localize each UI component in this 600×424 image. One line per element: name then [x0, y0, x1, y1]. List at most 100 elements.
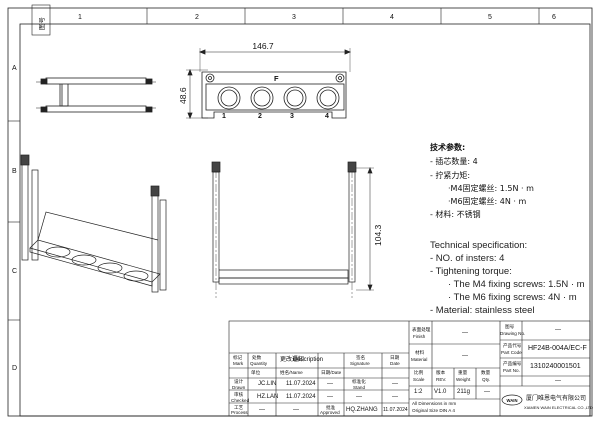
f-marker: F — [274, 74, 279, 83]
column-label-5: 5 — [488, 14, 492, 21]
insert-number-4: 4 — [325, 113, 329, 120]
spec-en-title: Technical specification: — [430, 240, 528, 251]
drawing-no-label-cn: 图号 — [505, 324, 515, 329]
drawn-label-en: Drawn — [232, 385, 246, 390]
weight-label-cn: 重量 — [458, 370, 468, 375]
stand-label-cn: 标准化 — [352, 379, 366, 384]
drawing-number-stamp — [31, 4, 51, 36]
checked-name: HZ.LAN — [257, 394, 279, 400]
column-label-4: 4 — [390, 14, 394, 21]
spec-en-line: - Tightening torque: — [430, 266, 512, 277]
name-label: 姓名/Name — [280, 370, 303, 375]
insert-number-3: 3 — [290, 113, 294, 120]
finish-value: — — [462, 330, 468, 336]
part-no-label-en: Part No. — [503, 368, 520, 373]
date-label-cn: 日期 — [390, 355, 400, 360]
scale-label-en: Scale — [413, 377, 425, 382]
empty-cell-dash: — — [555, 378, 561, 384]
rev-label-cn: 版本 — [436, 370, 446, 375]
process-date-dash: — — [293, 407, 299, 413]
row-label-b: B — [12, 168, 17, 175]
column-label-2: 2 — [195, 14, 199, 21]
checked-name-dash: — — [356, 394, 362, 400]
process-name-dash: — — [259, 407, 265, 413]
material-label-en: Material — [411, 357, 428, 362]
date-header-label: 日期/Date — [321, 370, 342, 375]
side-view-top — [36, 77, 156, 113]
stand-date-dash: — — [392, 381, 398, 387]
spec-cn-line: - 插芯数量: 4 — [430, 157, 478, 166]
part-no-value: 1310240001501 — [530, 363, 581, 370]
height-dimension: 48.6 — [178, 87, 188, 104]
approved-name: HQ.ZHANG — [346, 407, 378, 413]
spec-en-line: - Material: stainless steel — [430, 305, 535, 316]
part-code-value: HF24B-004A/EC-F — [528, 345, 587, 352]
row-label-a: A — [12, 65, 17, 72]
spec-cn-line: - 拧紧力矩: — [430, 171, 471, 180]
logo-text: WAIN — [507, 398, 518, 403]
quantity-label-en: Quantity — [250, 361, 268, 366]
drawn-label-cn: 设计 — [234, 379, 244, 384]
material-label-cn: 材料 — [415, 350, 425, 355]
change-label-en: Description — [293, 357, 324, 363]
dims-note-1: All Dimensions in mm — [412, 401, 457, 406]
scale-value: 1:2 — [414, 389, 423, 395]
checked-label-en: Checked — [231, 398, 250, 403]
qty-label-en: Qty. — [482, 377, 491, 382]
company-name-cn: 厦门唯恩电气有限公司 — [526, 396, 587, 402]
part-code-label-cn: 产品代号 — [503, 343, 522, 348]
checked-label-cn: 审核 — [234, 392, 244, 397]
change-label-cn: 更改通知 — [280, 357, 305, 363]
column-label-6: 6 — [552, 14, 556, 21]
row-label-d: D — [12, 365, 17, 372]
title-block-grid — [228, 320, 591, 417]
finish-label-en: Finish — [413, 334, 426, 339]
width-dimension: 146.7 — [252, 41, 274, 51]
spec-en-line: - NO. of insters: 4 — [430, 253, 505, 264]
material-value: — — [462, 353, 468, 359]
side-view-middle — [211, 161, 374, 298]
drawn-date: 11.07.2024 — [286, 381, 316, 387]
process-label-cn: 工艺 — [234, 405, 244, 410]
front-view — [186, 48, 352, 120]
approved-date: 11.07.2024 — [383, 407, 408, 413]
column-label-3: 3 — [292, 14, 296, 21]
stamp-label: 图号 — [38, 17, 46, 31]
spec-en-line: · The M6 fixing screws: 4N · m — [448, 292, 577, 303]
row-label-c: C — [12, 268, 17, 275]
role-label-cn: 单位 — [251, 370, 261, 375]
qty-value: — — [484, 389, 490, 395]
column-dividers — [8, 8, 540, 321]
checked-date: 11.07.2024 — [286, 394, 316, 400]
rev-value: V1.0 — [434, 389, 447, 395]
drawing-no-value: — — [555, 327, 561, 333]
insert-number-1: 1 — [222, 113, 226, 120]
approved-label-cn: 批准 — [326, 405, 336, 410]
checked-date-dash: — — [392, 394, 398, 400]
part-no-label-cn: 产品编号 — [503, 361, 522, 366]
rev-label-en: REV. — [436, 377, 447, 382]
checked-sig-dash: — — [327, 394, 333, 400]
qty-label-cn: 数量 — [481, 370, 491, 375]
column-label-1: 1 — [78, 14, 82, 21]
spec-cn-line: ·M6固定螺丝: 4N · m — [448, 197, 527, 206]
side-height-dimension: 104.3 — [373, 224, 383, 246]
mark-label-cn: 标记 — [233, 355, 243, 360]
signature-label-cn: 签名 — [356, 355, 366, 360]
insert-number-2: 2 — [258, 113, 262, 120]
finish-label-cn: 表面处理 — [412, 327, 431, 332]
weight-label-en: Weight — [456, 377, 471, 382]
quantity-label-cn: 处数 — [252, 355, 262, 360]
company-logo: WAIN — [501, 394, 523, 406]
signature-label-en: Signature — [350, 361, 370, 366]
part-code-label-en: Part Code — [501, 350, 522, 355]
weight-value: 211g — [457, 389, 470, 395]
isometric-view — [20, 154, 167, 293]
date-label-en: Date — [390, 361, 400, 366]
spec-cn-line: - 材料: 不锈钢 — [430, 210, 481, 219]
stand-sig-dash: — — [327, 381, 333, 387]
spec-en-line: · The M4 fixing screws: 1.5N · m — [448, 279, 585, 290]
mark-label-en: Mark — [233, 361, 244, 366]
drawn-name: JC.LIN — [258, 381, 277, 387]
scale-label-cn: 比例 — [414, 370, 424, 375]
